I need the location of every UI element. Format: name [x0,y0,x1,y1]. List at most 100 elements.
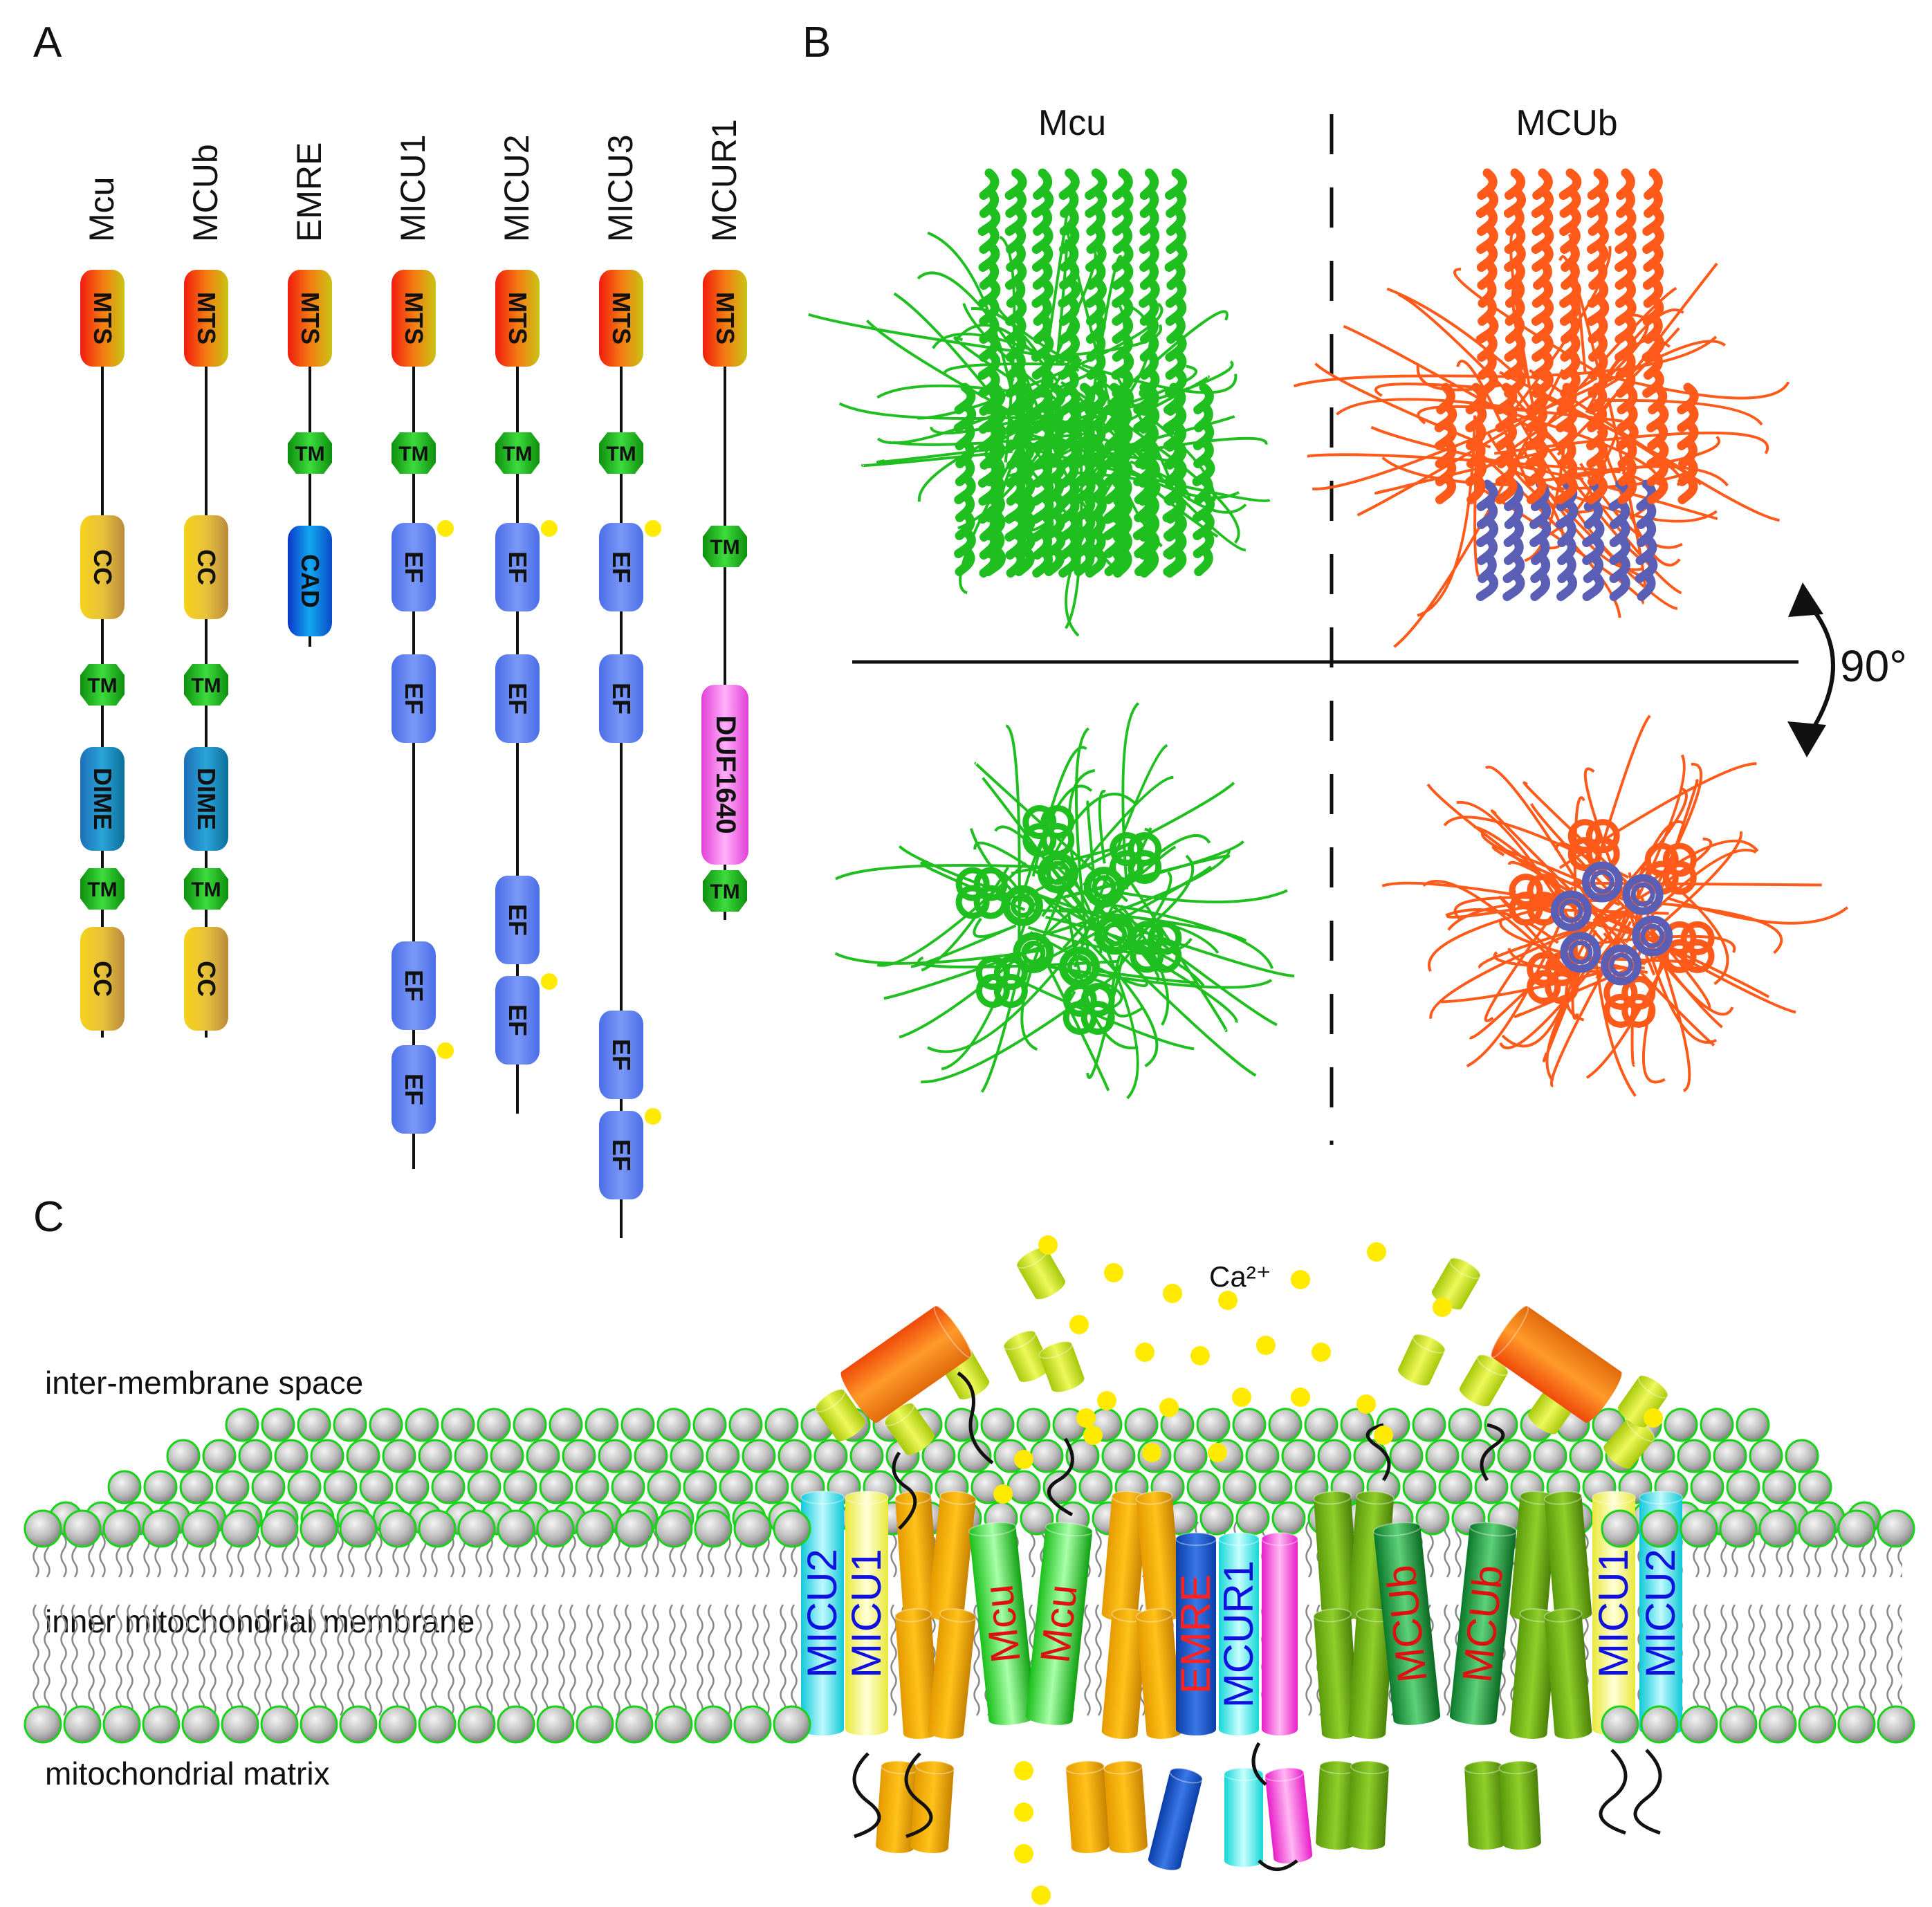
lipid-head [346,1439,380,1473]
loop [974,762,1129,903]
loop [1120,904,1170,1026]
lipid-head [980,1408,1015,1442]
matrix-helix-magenta [1264,1767,1313,1864]
lipid-head [1271,1501,1306,1536]
calcium-ion [1291,1270,1310,1289]
lipid-head [503,1470,537,1504]
calcium-ion [1256,1336,1276,1355]
channel-cylinder: Mcu [968,1522,1036,1725]
svg-text:TM: TM [191,878,221,901]
loop [1545,894,1640,1082]
lipid-head [497,1705,535,1744]
lipid-head [359,1470,394,1504]
loop [1422,879,1569,975]
helix-coil [1080,982,1115,1017]
svg-text:EF: EF [400,970,428,1002]
helix-coil [1083,867,1125,908]
loop [980,964,1022,1093]
lipid-head [287,1470,322,1504]
helix [1525,383,1548,504]
svg-text:CC: CC [192,549,221,585]
lipid-head [733,1509,772,1548]
loop [1117,889,1288,903]
helix-coil [1662,939,1697,973]
helix [1495,383,1518,504]
helix-coil [1509,874,1543,908]
lipid-head [405,1408,439,1442]
lipid-head [576,1705,614,1744]
lipid-head [181,1705,220,1744]
linker [1258,1859,1298,1871]
lipid-head [454,1439,488,1473]
calcium-ion [1218,1291,1238,1310]
lipid-head [1281,1439,1316,1473]
mcub-side-view [1293,168,1790,648]
helix [1555,383,1578,504]
loop [1583,767,1656,976]
channel-label: MICU2 [1637,1549,1684,1678]
svg-text:DIME: DIME [192,768,221,830]
calcium-ion [1159,1398,1179,1417]
loop [930,416,1030,435]
helix [1677,383,1699,504]
lipid-head [1798,1509,1837,1548]
lipid-head [251,1470,286,1504]
ef-hand-domain [814,1388,866,1441]
lipid-head [549,1408,583,1442]
calcium-ion [1291,1388,1310,1407]
loop [1374,443,1573,495]
calcium-ion [1433,1298,1452,1317]
ef-hand-domain [1038,1341,1085,1392]
domain-ef: EF [495,654,540,743]
lipid-head [1713,1439,1747,1473]
helix-coil [1094,914,1136,955]
lipid-head [382,1439,416,1473]
helix [1475,479,1499,601]
lipid-head [225,1408,259,1442]
lipid-head [1389,1439,1424,1473]
loop [1556,327,1680,456]
loop [1588,480,1718,520]
loop [899,898,1087,1039]
lipid-head [773,1509,811,1548]
helix-coil [993,974,1028,1008]
svg-text:DIME: DIME [89,768,117,830]
helix-coil [1545,970,1579,1004]
loop [1047,850,1231,936]
domain-tm: TM [703,526,747,567]
loop [808,313,1082,362]
channel-cylinder: MCUb [1449,1522,1518,1725]
channel-label: Mcu [975,1583,1029,1666]
lipid-head [1412,1408,1446,1442]
svg-text:TM: TM [191,674,221,697]
domain-tm: TM [288,432,332,474]
domain-ef: EF [599,520,661,611]
mcu-side-view [808,168,1271,637]
svg-text:MTS: MTS [89,292,117,344]
helix-coil [1630,882,1655,907]
lipid-head [513,1408,547,1442]
matrix-helix [910,1760,955,1854]
ef-hand-domain [883,1402,935,1455]
svg-text:MTS: MTS [400,292,428,344]
lipid-head [1042,1470,1077,1504]
loop [1642,930,1672,1084]
helix [1084,168,1107,578]
domain-ef: EF [495,876,540,964]
lipid-head [576,1509,614,1548]
loop [1027,925,1193,955]
lipid-head [1680,1509,1718,1548]
loop [1561,465,1729,487]
matrix-helix [1347,1760,1390,1850]
lipid-head [339,1509,378,1548]
matrix-helix [1464,1760,1507,1850]
channel-cylinder: MICU1 [843,1491,890,1735]
domain-mts: MTS [703,270,747,367]
loop [1638,900,1783,955]
helix [1073,383,1096,576]
helix-coil [1092,875,1116,900]
lipid-head [24,1509,62,1548]
lipid-head [418,1439,452,1473]
